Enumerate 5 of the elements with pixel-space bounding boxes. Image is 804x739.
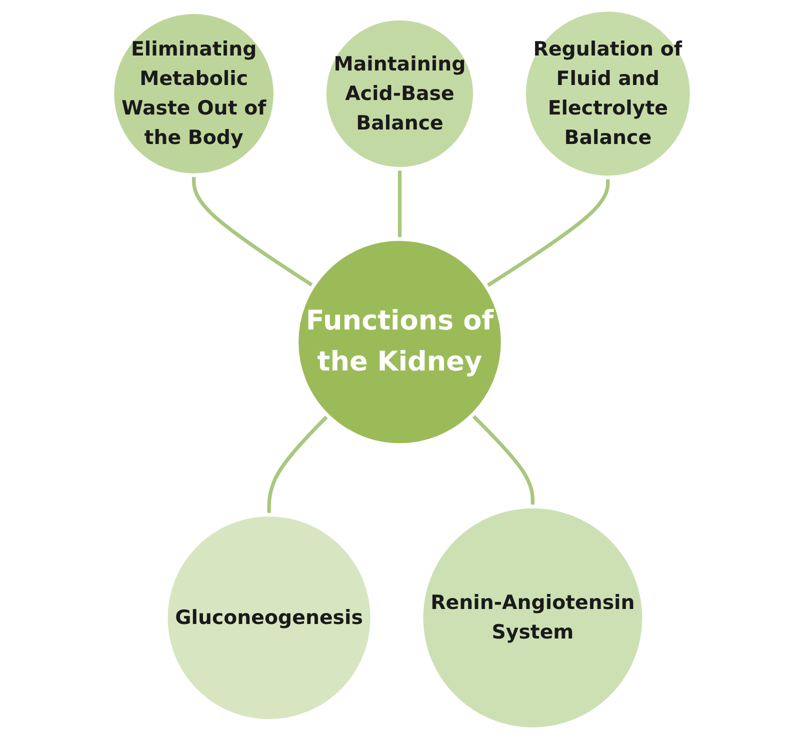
connector [192, 175, 314, 288]
connector [471, 414, 535, 506]
connector [485, 178, 610, 288]
connector [267, 414, 330, 515]
connector [398, 168, 402, 239]
